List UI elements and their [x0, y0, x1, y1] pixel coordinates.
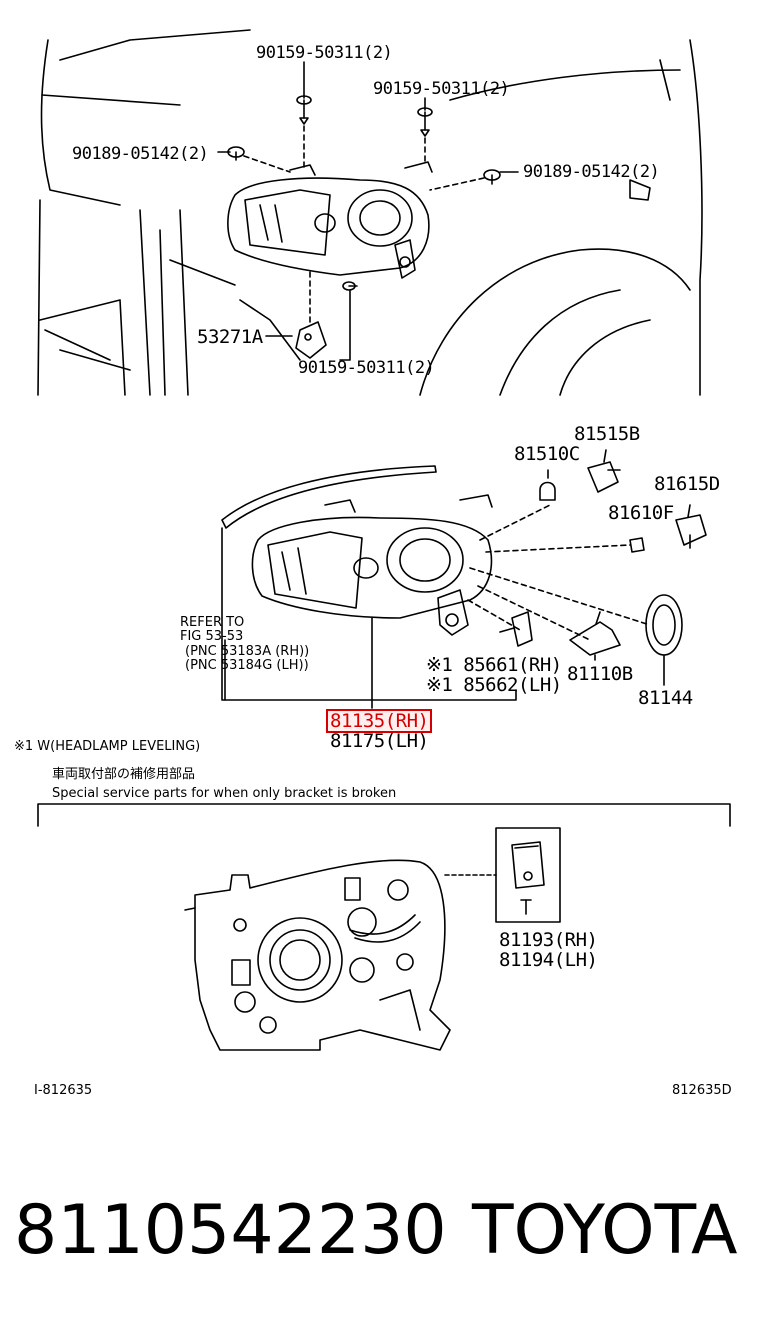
refer-line-1: REFER TO — [180, 615, 245, 630]
assembly-rh-label[interactable]: 81135(RH) — [325, 709, 433, 733]
service-parts-title-en: Special service parts for when only brac… — [52, 786, 397, 801]
clip-right-label: 90189-05142(2) — [523, 162, 660, 182]
service-parts-frame — [37, 803, 731, 827]
bolt-top-right-label: 90159-50311(2) — [373, 79, 510, 99]
refer-line-2: FIG 53-53 — [180, 629, 244, 644]
socket-81615d-label: 81615D — [654, 473, 720, 495]
bulb-81610f-label: 81610F — [608, 502, 674, 524]
bracket-label: 53271A — [197, 326, 263, 348]
headlamp-assembly-exploded — [221, 465, 493, 636]
bulb-81110b-label: 81110B — [567, 663, 633, 685]
vehicle-front-outline — [37, 29, 703, 396]
assembly-bracket-lines — [221, 469, 651, 709]
service-parts-title-jp: 車両取付部の補修用部品 — [52, 767, 196, 782]
headlamp-installed-view — [227, 161, 433, 279]
figure-code-left: I-812635 — [34, 1083, 93, 1098]
top-leader-lines — [217, 61, 519, 361]
refer-line-4: (PNC 53184G (LH)) — [185, 658, 309, 673]
top-fasteners — [227, 95, 501, 359]
assembly-lh-label[interactable]: 81175(LH) — [330, 730, 429, 752]
clip-left-label: 90189-05142(2) — [72, 144, 209, 164]
repair-rh-label[interactable]: 81193(RH) — [499, 929, 598, 951]
bulb-81510c-label: 81510C — [514, 443, 580, 465]
brand-name: TOYOTA — [472, 1191, 738, 1270]
cover-81144-label: 81144 — [638, 687, 693, 709]
bolt-top-center-label: 90159-50311(2) — [256, 43, 393, 63]
refer-line-3: (PNC 53183A (RH)) — [185, 644, 310, 659]
repair-lh-label[interactable]: 81194(LH) — [499, 949, 598, 971]
figure-code-right: 812635D — [672, 1083, 732, 1098]
bulbs-and-sockets — [499, 449, 707, 686]
leveling-motor-lh-label: ※1 85662(LH) — [426, 674, 562, 696]
bulb-81515b-label: 81515B — [574, 423, 640, 445]
leveling-footnote: ※1 W(HEADLAMP LEVELING) — [14, 739, 201, 754]
repair-bracket-detail — [444, 827, 561, 923]
bolt-bottom-label: 90159-50311(2) — [298, 358, 435, 378]
part-number: 8110542230 — [14, 1191, 447, 1270]
leveling-motor-rh-label: ※1 85661(RH) — [426, 654, 562, 676]
headlamp-rear-view — [184, 859, 451, 1051]
